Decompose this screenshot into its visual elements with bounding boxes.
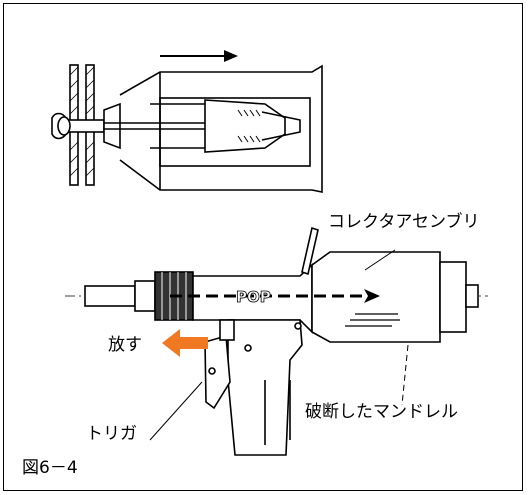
label-release: 放す (108, 335, 142, 355)
rivet-tool (65, 226, 488, 456)
arrow-right-icon (160, 50, 238, 62)
cross-section-detail (51, 64, 323, 193)
brand-logo: POP (236, 288, 271, 306)
label-broken-mandrel: 破断したマンドレル (305, 402, 458, 422)
arrow-left-icon (162, 329, 208, 357)
label-collector-assembly: コレクタアセンブリ (328, 212, 480, 232)
leader-lines (149, 249, 409, 441)
label-trigger: トリガ (86, 424, 137, 444)
figure-caption: 図6－4 (22, 458, 78, 478)
